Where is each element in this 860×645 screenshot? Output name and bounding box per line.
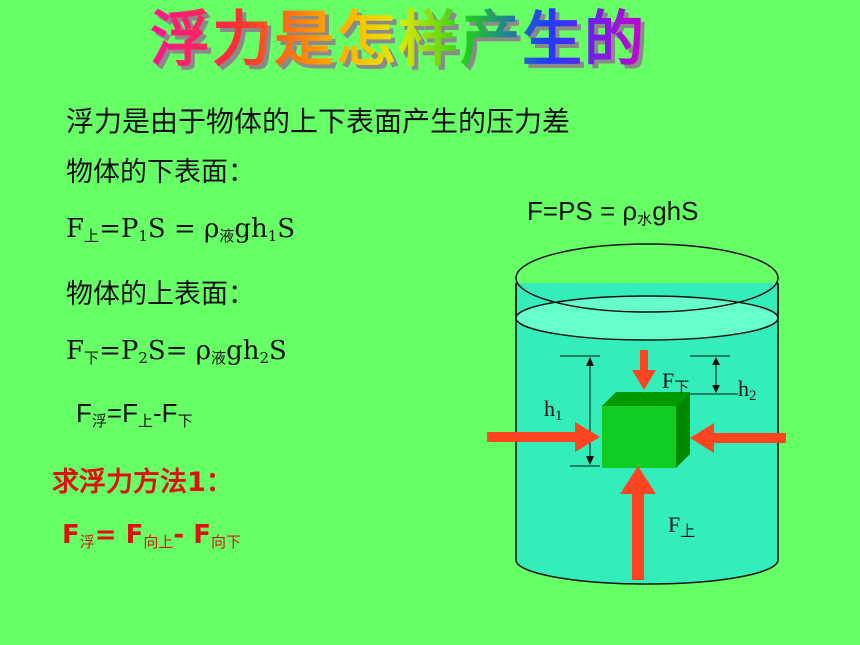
page-title-shadow: 浮力是怎样产生的: [154, 4, 650, 84]
pressure-formula: F=PS = ρ水ghS: [527, 196, 699, 228]
intro-text: 浮力是由于物体的上下表面产生的压力差: [66, 105, 571, 138]
container-rim: [515, 243, 779, 313]
label-f-up: F上: [668, 512, 696, 540]
left-force-arrow: [487, 432, 577, 442]
label-h2: h2: [738, 376, 757, 404]
method-formula: F浮= F向上- F向下: [62, 520, 242, 551]
equation-buoyancy: F浮=F上-F下: [76, 398, 193, 430]
label-f-down: F下: [662, 368, 690, 396]
equation-upper-force: F上=P1S = ρ液gh1S: [66, 214, 296, 245]
dimension-arrowheads: [586, 357, 720, 465]
force-arrows: [487, 350, 786, 580]
right-force-arrow: [712, 433, 786, 443]
upward-force-arrow: [632, 492, 644, 580]
label-h1: h1: [544, 396, 563, 424]
lower-surface-label: 物体的下表面：: [66, 157, 255, 188]
downward-force-arrow: [640, 350, 648, 372]
equation-lower-force: F下=P2S= ρ液gh2S: [66, 336, 287, 367]
page-title: 浮力是怎样产生的: [150, 0, 646, 80]
submerged-cube: [602, 392, 690, 468]
upper-surface-label: 物体的上表面：: [66, 279, 255, 310]
method-heading: 求浮力方法1：: [52, 467, 233, 498]
